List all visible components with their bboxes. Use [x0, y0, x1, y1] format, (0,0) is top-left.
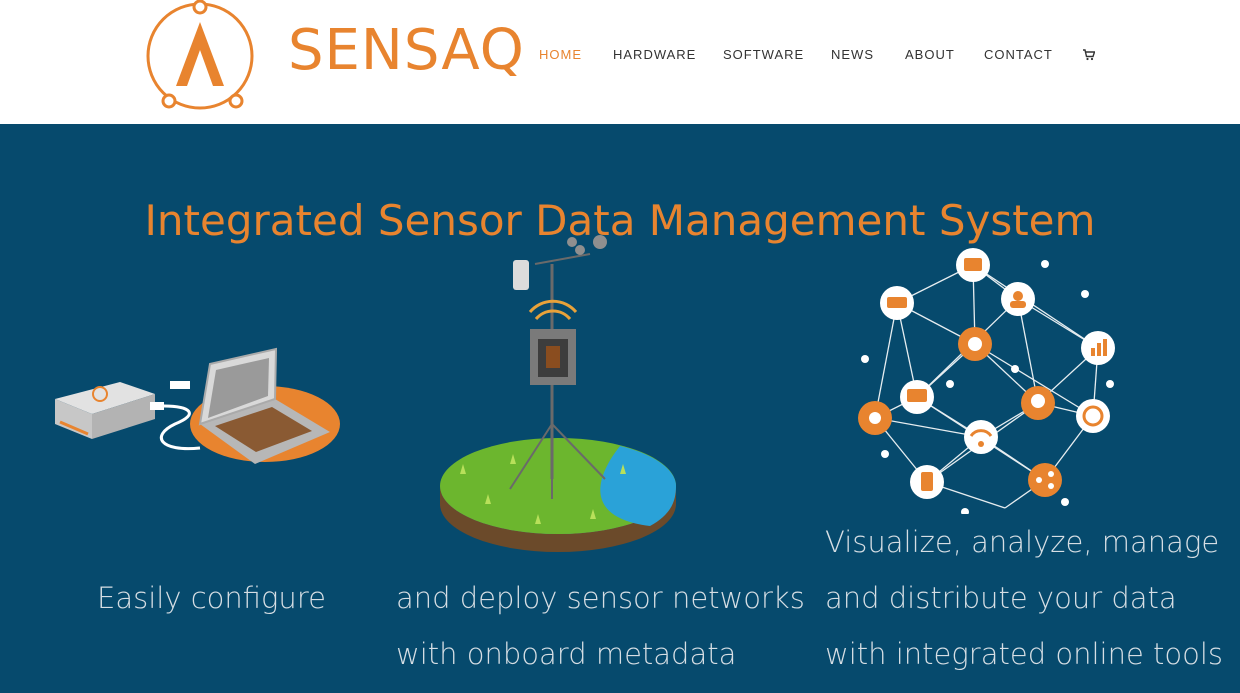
brand-name: SENSAQ — [288, 18, 525, 83]
caption-line: Visualize, analyze, manage — [825, 525, 1220, 559]
nav-about[interactable]: ABOUT — [905, 47, 955, 62]
nav-hardware[interactable]: HARDWARE — [613, 47, 697, 62]
logger-laptop-illustration — [50, 344, 350, 499]
nav-software[interactable]: SOFTWARE — [723, 47, 805, 62]
caption-deploy: and deploy sensor networks with onboard … — [396, 570, 805, 682]
caption-line: with onboard metadata — [396, 637, 737, 671]
hero-title: Integrated Sensor Data Management System — [144, 196, 1096, 246]
nav-home[interactable]: HOME — [539, 47, 582, 62]
weather-station-illustration — [440, 234, 680, 564]
nav-news[interactable]: NEWS — [831, 47, 874, 62]
logo-mark-icon — [146, 0, 254, 110]
caption-line: Easily configure — [97, 581, 326, 615]
caption-configure: Easily configure — [97, 570, 326, 626]
hero-section: Integrated Sensor Data Management System — [0, 124, 1240, 693]
data-network-illustration — [855, 244, 1125, 519]
caption-line: and deploy sensor networks — [396, 581, 805, 615]
shopping-cart-icon[interactable] — [1083, 48, 1096, 61]
caption-visualize: Visualize, analyze, manage and distribut… — [825, 514, 1223, 682]
nav-contact[interactable]: CONTACT — [984, 47, 1053, 62]
caption-line: with integrated online tools — [825, 637, 1224, 671]
site-header: SENSAQ HOME HARDWARE SOFTWARE NEWS ABOUT… — [0, 0, 1240, 124]
caption-line: and distribute your data — [825, 581, 1177, 615]
sensaq-logo[interactable]: SENSAQ — [143, 0, 525, 112]
